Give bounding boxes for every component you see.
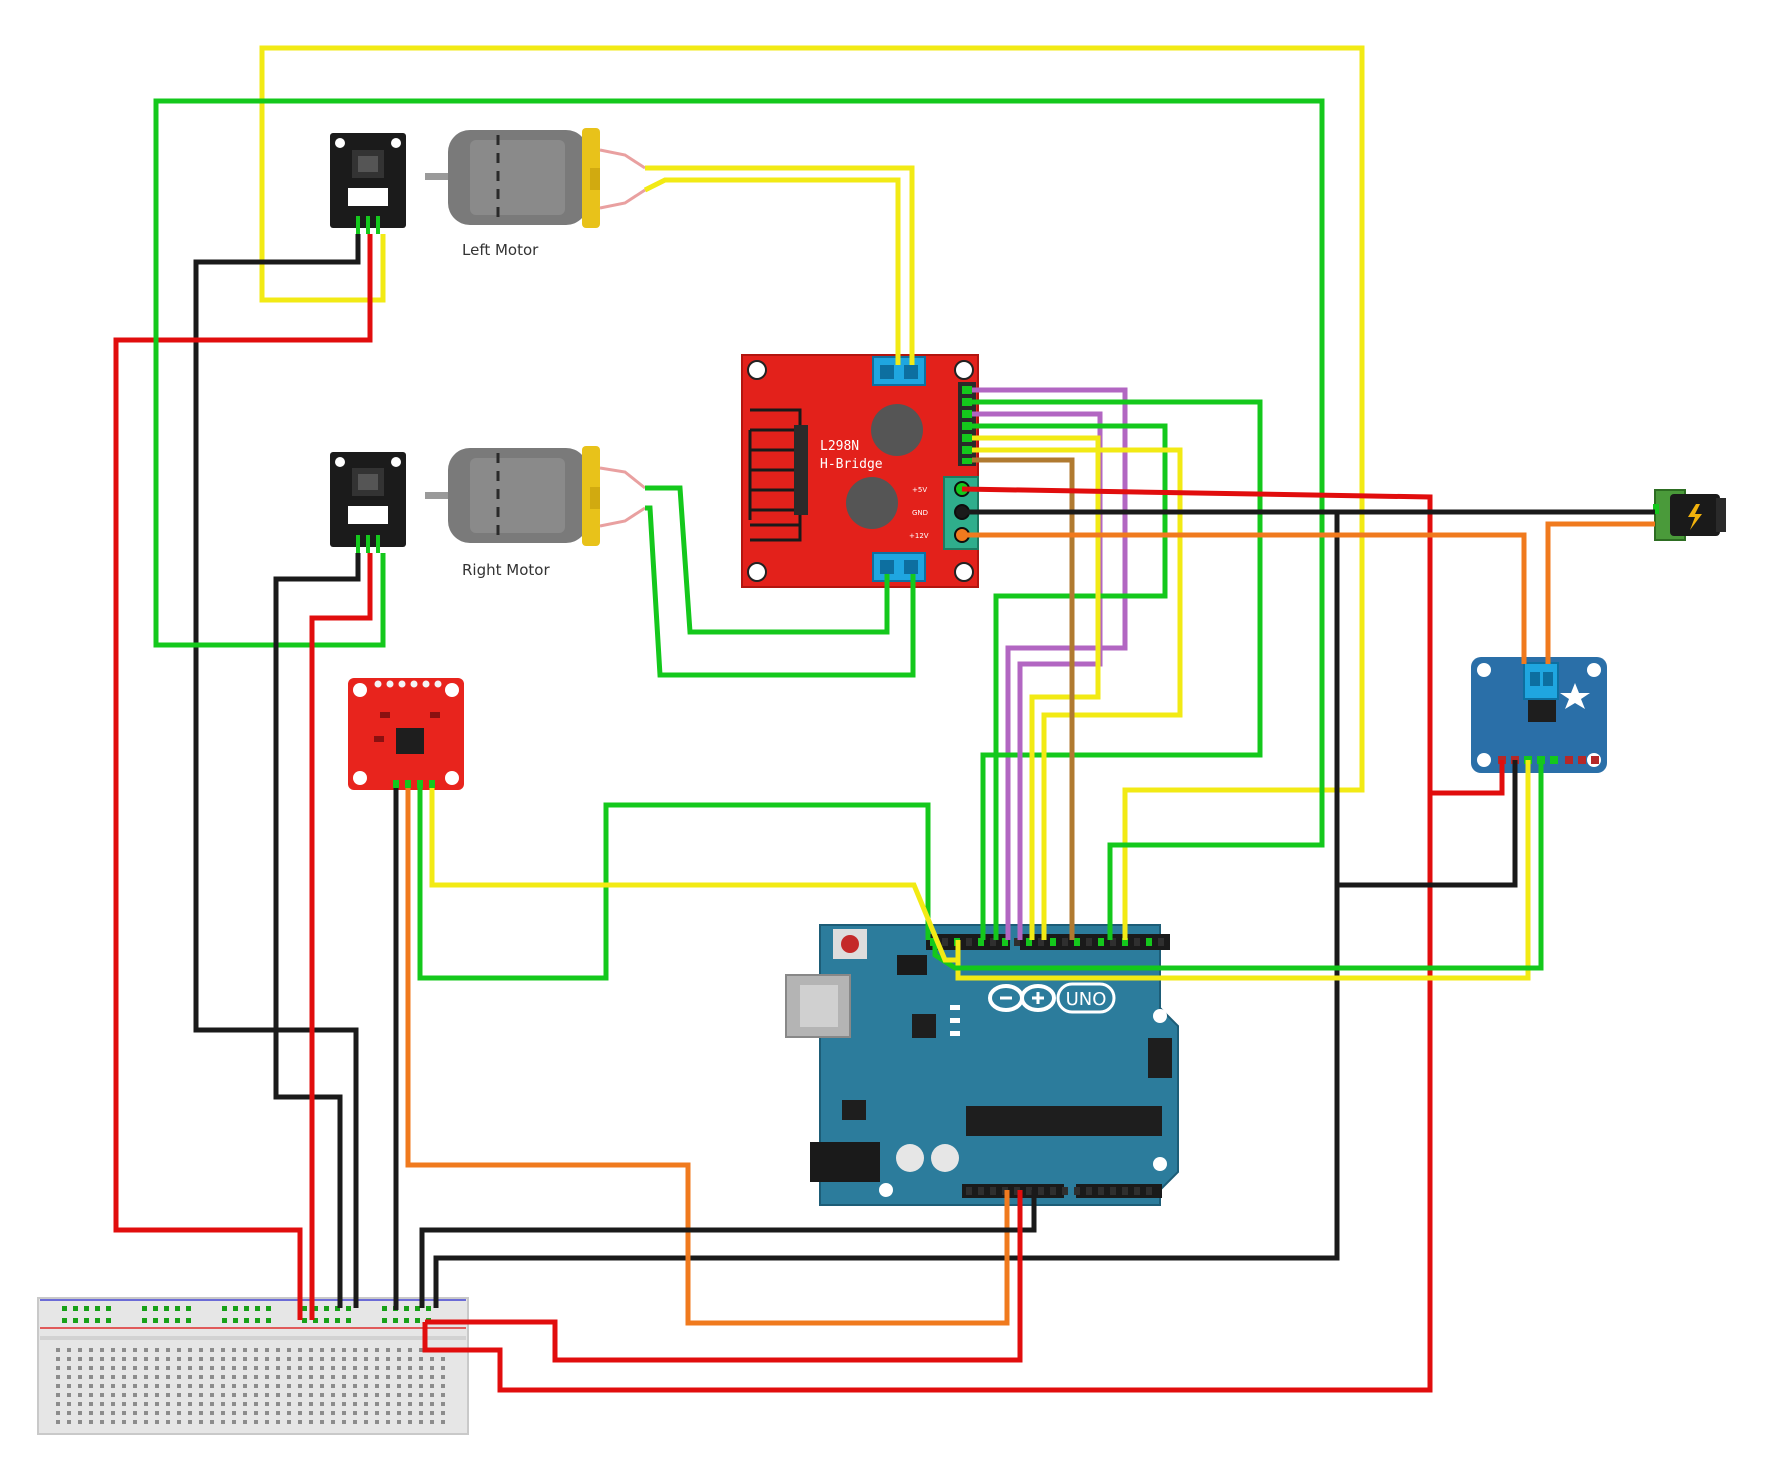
wire-green: [417, 788, 931, 981]
right-motor-label: Right Motor: [462, 561, 550, 579]
wire-red: [422, 486, 1433, 1393]
current-sensor-board: [1471, 657, 1607, 773]
ir-sensor-right: [330, 452, 406, 553]
wire-green: [645, 505, 916, 678]
l298n-hbridge: L298N H-Bridge +5V GND +12V: [741, 354, 979, 588]
wire-yellow: [645, 165, 915, 365]
wire-brown: [972, 457, 1075, 940]
hbridge-label-12v: +12V: [909, 532, 929, 540]
left-motor-label: Left Motor: [462, 241, 539, 259]
wire-purple: [972, 387, 1128, 940]
wire-green: [972, 399, 1263, 940]
wire-yellow: [972, 435, 1101, 940]
wire-green: [645, 485, 890, 635]
infinity-logo-icon: [988, 984, 1056, 1012]
wire-red: [425, 1190, 1023, 1363]
wire-yellow: [429, 788, 958, 963]
breadboard: [37, 1297, 469, 1435]
imu-sensor-board: [348, 678, 464, 790]
wire-green: [153, 98, 1325, 940]
wire-orange: [1545, 521, 1655, 664]
wire-yellow: [972, 447, 1183, 940]
wire-red: [309, 553, 373, 1320]
ir-sensor-left: [330, 133, 406, 234]
hbridge-label-model: L298N: [820, 439, 859, 454]
wire-red: [1430, 760, 1505, 796]
wires: [113, 45, 1655, 1393]
wire-yellow: [643, 177, 901, 365]
wire-orange: [962, 532, 1527, 664]
lightning-icon: [1688, 504, 1702, 530]
right-motor: [425, 446, 646, 546]
wire-black: [1337, 760, 1518, 888]
wire-red: [113, 234, 373, 1320]
wire-yellow: [259, 45, 1365, 940]
hbridge-label-5v: +5V: [912, 486, 927, 494]
wire-black: [419, 1190, 1037, 1308]
wire-green: [932, 760, 1544, 971]
left-motor: [425, 128, 646, 228]
wire-green: [972, 423, 1168, 940]
wire-orange: [405, 788, 1010, 1326]
power-jack: [1653, 489, 1726, 541]
wire-black: [273, 553, 361, 1308]
hbridge-label-name: H-Bridge: [820, 457, 883, 472]
arduino-model-label: UNO: [1066, 989, 1107, 1010]
hbridge-label-gnd: GND: [912, 509, 928, 517]
